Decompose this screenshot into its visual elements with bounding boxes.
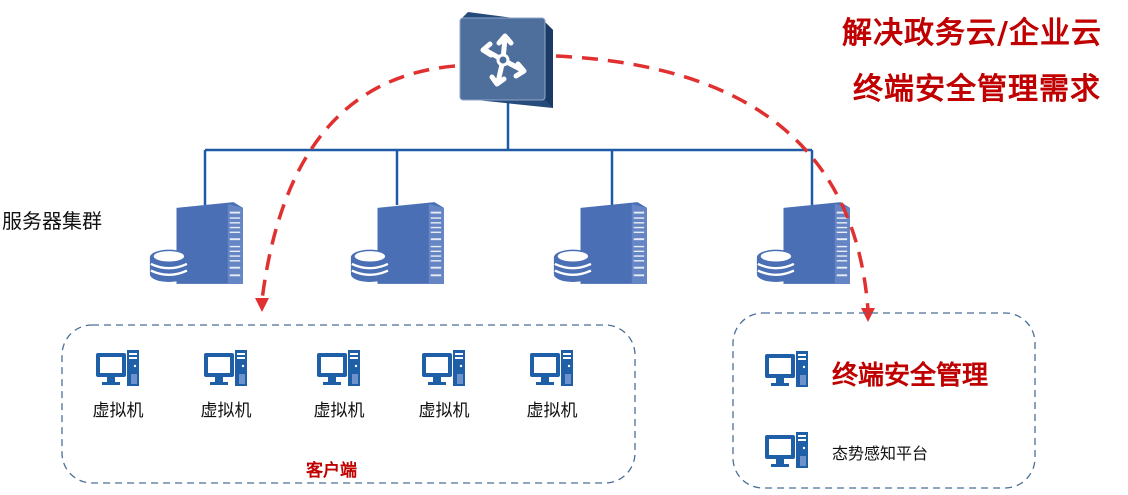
computer-icon <box>530 350 573 386</box>
arrow-to-management <box>555 54 870 311</box>
vm-item[interactable]: 虚拟机 <box>299 394 379 421</box>
server-icon-4 <box>755 200 850 286</box>
router-icon <box>459 12 553 108</box>
arrow-head-clients <box>255 298 269 312</box>
situational-awareness-label: 态势感知平台 <box>832 444 929 463</box>
headline-line-2: 终端安全管理需求 <box>853 72 1101 107</box>
server-icon-2 <box>349 200 444 286</box>
vm-item[interactable]: 虚拟机 <box>404 394 484 421</box>
server-icon-3 <box>552 200 647 286</box>
arrow-to-clients <box>260 64 456 301</box>
server-icon-1 <box>148 200 243 286</box>
computer-icon <box>765 351 808 387</box>
vm-label: 虚拟机 <box>200 401 252 421</box>
server-cluster-label: 服务器集群 <box>2 209 102 233</box>
vm-label: 虚拟机 <box>313 401 365 421</box>
vm-label: 虚拟机 <box>418 401 470 421</box>
computer-icon <box>96 350 139 386</box>
client-group-label: 客户端 <box>306 461 357 481</box>
client-group-box <box>61 324 636 484</box>
computer-icon <box>765 432 808 468</box>
computer-icon <box>317 350 360 386</box>
arrow-head-management <box>861 308 875 322</box>
vm-label: 虚拟机 <box>526 401 578 421</box>
computer-icon <box>422 350 465 386</box>
management-group-box <box>732 312 1036 489</box>
vm-label: 虚拟机 <box>92 401 144 421</box>
vm-item[interactable]: 虚拟机 <box>186 394 266 421</box>
endpoint-security-management-label: 终端安全管理 <box>832 361 989 391</box>
vm-item[interactable]: 虚拟机 <box>78 394 158 421</box>
vm-item[interactable]: 虚拟机 <box>512 394 592 421</box>
computer-icon <box>204 350 247 386</box>
headline-line-1: 解决政务云/企业云 <box>842 16 1102 51</box>
